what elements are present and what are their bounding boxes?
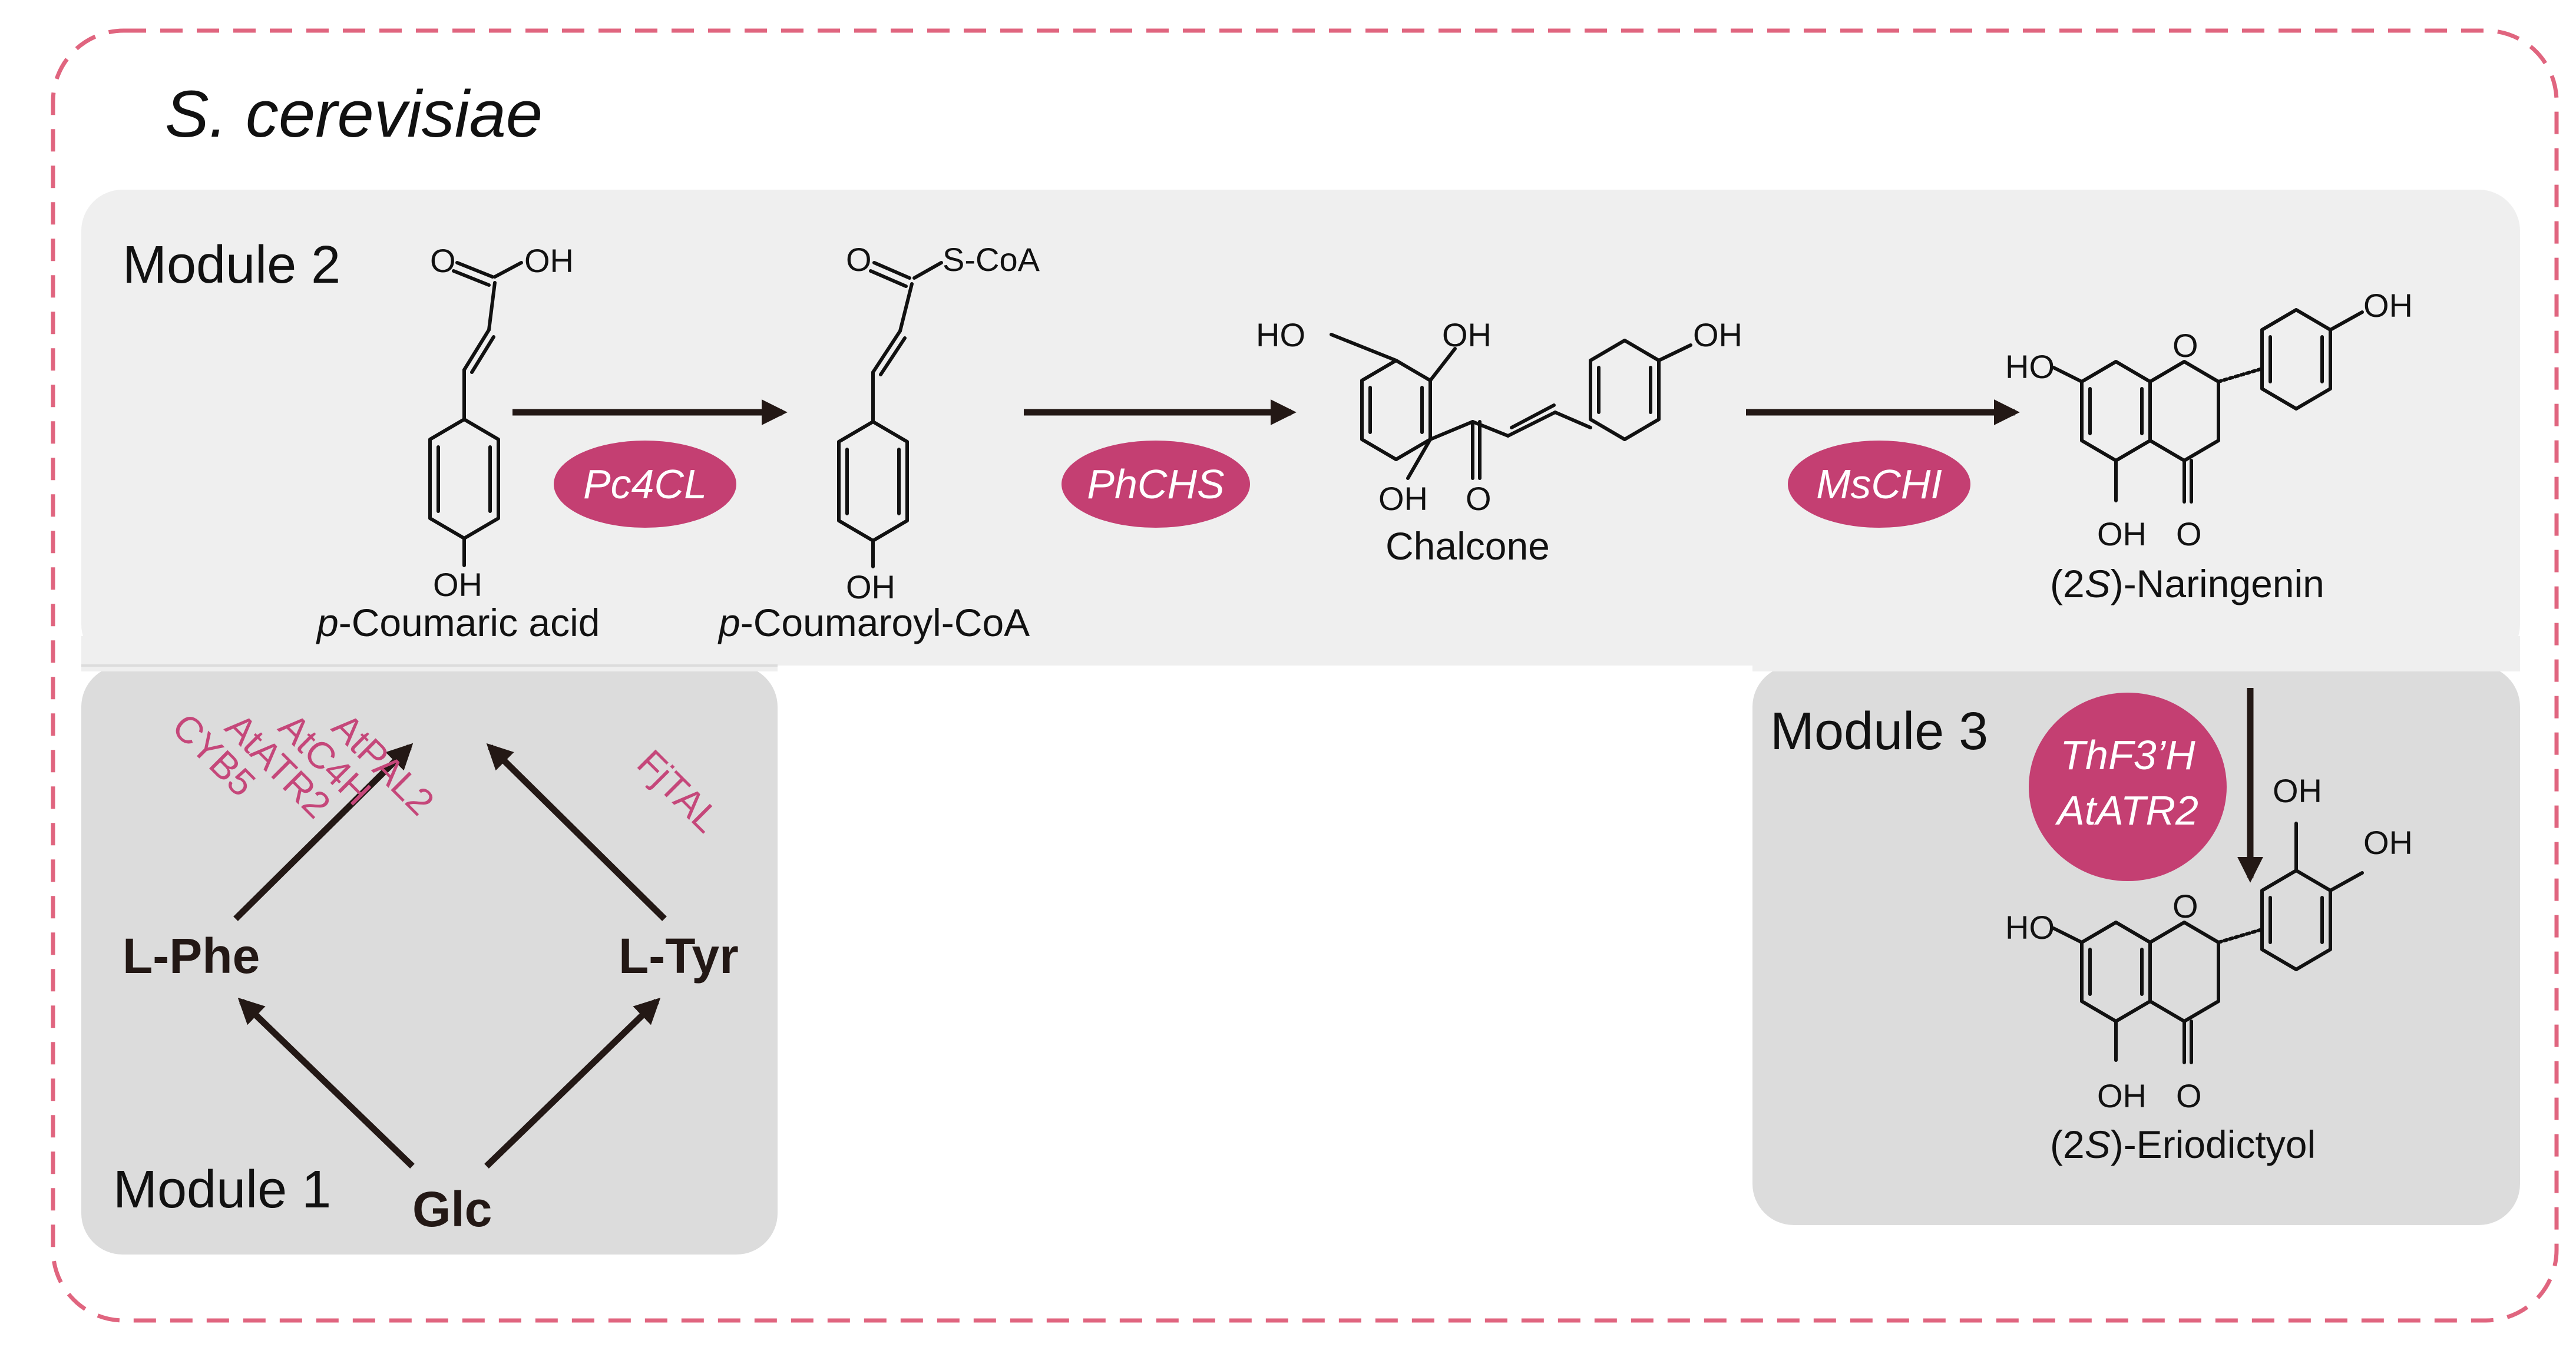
arrow-tyr-to-coumaric <box>486 743 667 921</box>
naringenin-oh-4p: OH <box>2363 287 2413 324</box>
eriodictyol-oh-3p: OH <box>2273 772 2322 809</box>
chalcone-oh-top: OH <box>1442 316 1492 353</box>
coumaroyl-coa-structure: O S-CoA OH <box>837 241 1040 605</box>
glc-label: Glc <box>412 1181 492 1237</box>
coumaroyl-phenol-oh: OH <box>846 568 895 605</box>
arrow-glc-to-tyr <box>484 997 661 1169</box>
coumaroyl-carbonyl-o: O <box>846 241 872 278</box>
module-1-panel <box>81 666 778 1255</box>
chalcone-phenol-oh: OH <box>1693 316 1742 353</box>
enzyme-atatr2: AtATR2 <box>2055 787 2198 833</box>
enzyme-pc4cl: Pc4CL <box>583 461 707 507</box>
module-2-label: Module 2 <box>123 236 340 294</box>
eriodictyol-ho: HO <box>2005 909 2055 946</box>
naringenin-structure: HO O OH O OH <box>2005 287 2413 552</box>
coumaroyl-coa-name: p-Coumaroyl-CoA <box>717 601 1030 644</box>
chalcone-carbonyl-o: O <box>1466 480 1492 517</box>
arrow-glc-to-phe <box>237 997 415 1169</box>
phe-label: L-Phe <box>123 928 260 984</box>
eriodictyol-carbonyl-o: O <box>2176 1077 2202 1114</box>
enzyme-pc4cl-badge <box>554 441 736 528</box>
naringenin-ho: HO <box>2005 348 2055 385</box>
coumaric-phenol-oh: OH <box>433 566 482 603</box>
module-3-panel <box>1752 666 2520 1225</box>
module-3-label: Module 3 <box>1770 702 1988 761</box>
enzyme-thf3h: ThF3’H <box>2060 732 2195 778</box>
arrow-phe-to-coumaric <box>233 743 414 921</box>
tyr-label: L-Tyr <box>619 928 739 984</box>
naringenin-oh-5: OH <box>2097 515 2147 552</box>
enzyme-mschi: MsCHI <box>1816 461 1942 507</box>
naringenin-ring-o: O <box>2172 327 2198 364</box>
coumaroyl-scoa: S-CoA <box>943 241 1040 278</box>
module-2-panel <box>81 190 2520 666</box>
naringenin-carbonyl-o: O <box>2176 515 2202 552</box>
organism-label: S. cerevisiae <box>165 77 543 151</box>
coumaric-carbonyl-o: O <box>430 242 456 279</box>
eriodictyol-structure: HO O OH O OH OH <box>2005 772 2413 1114</box>
enzyme-phchs: PhCHS <box>1087 461 1224 507</box>
chalcone-name: Chalcone <box>1385 524 1550 568</box>
chalcone-structure: HO OH OH O OH <box>1256 316 1742 517</box>
eriodictyol-oh-4p: OH <box>2363 824 2413 861</box>
enzyme-mschi-badge <box>1788 441 1970 528</box>
eriodictyol-name: (2S)-Eriodictyol <box>2050 1123 2316 1166</box>
chalcone-ho: HO <box>1256 316 1305 353</box>
coumaric-acid-name: p-Coumaric acid <box>316 601 600 644</box>
chalcone-oh-bottom: OH <box>1378 480 1428 517</box>
coumaric-acid-structure: O OH OH <box>428 242 574 603</box>
coumaric-acid-oh: OH <box>524 242 574 279</box>
enzyme-thf3h-badge <box>2029 693 2227 881</box>
module-1-label: Module 1 <box>113 1160 331 1219</box>
organism-frame <box>51 28 2559 1323</box>
eriodictyol-oh-5: OH <box>2097 1077 2147 1114</box>
naringenin-name: (2S)-Naringenin <box>2050 562 2324 605</box>
eriodictyol-ring-o: O <box>2172 888 2198 925</box>
enzyme-phchs-badge <box>1062 441 1250 528</box>
